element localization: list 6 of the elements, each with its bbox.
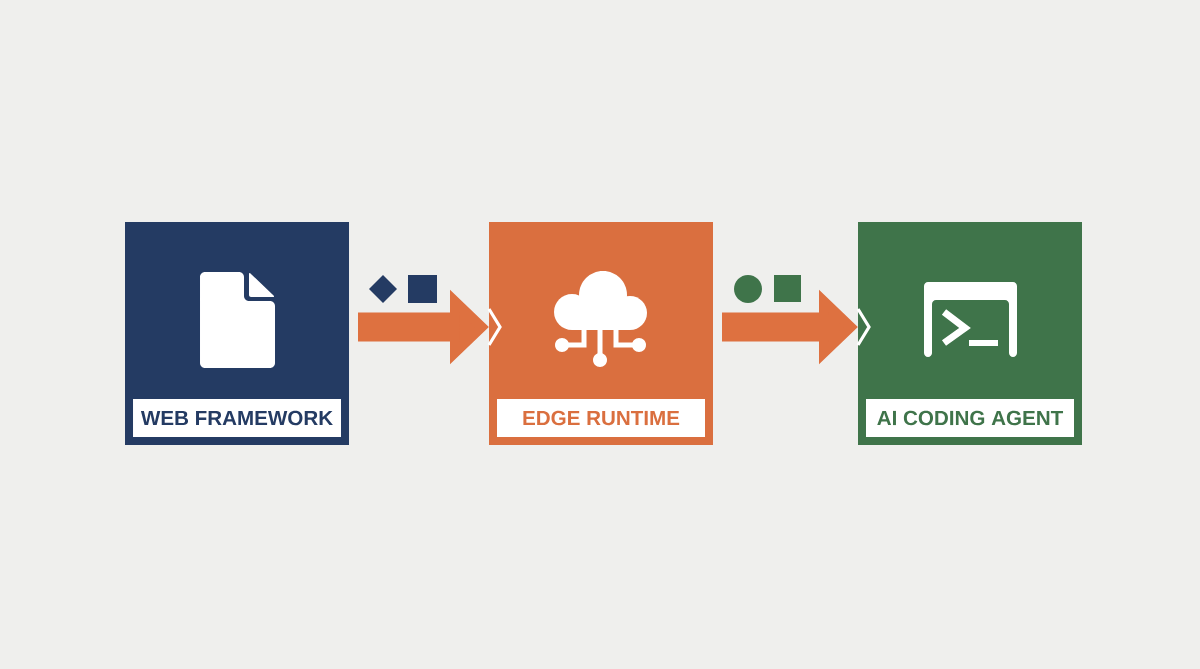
label-band: WEB FRAMEWORK bbox=[133, 399, 341, 437]
process-box bbox=[125, 222, 349, 445]
label-band: AI CODING AGENT bbox=[866, 399, 1074, 437]
process-box bbox=[489, 222, 713, 445]
process-box bbox=[858, 222, 1082, 445]
label-band: EDGE RUNTIME bbox=[497, 399, 705, 437]
